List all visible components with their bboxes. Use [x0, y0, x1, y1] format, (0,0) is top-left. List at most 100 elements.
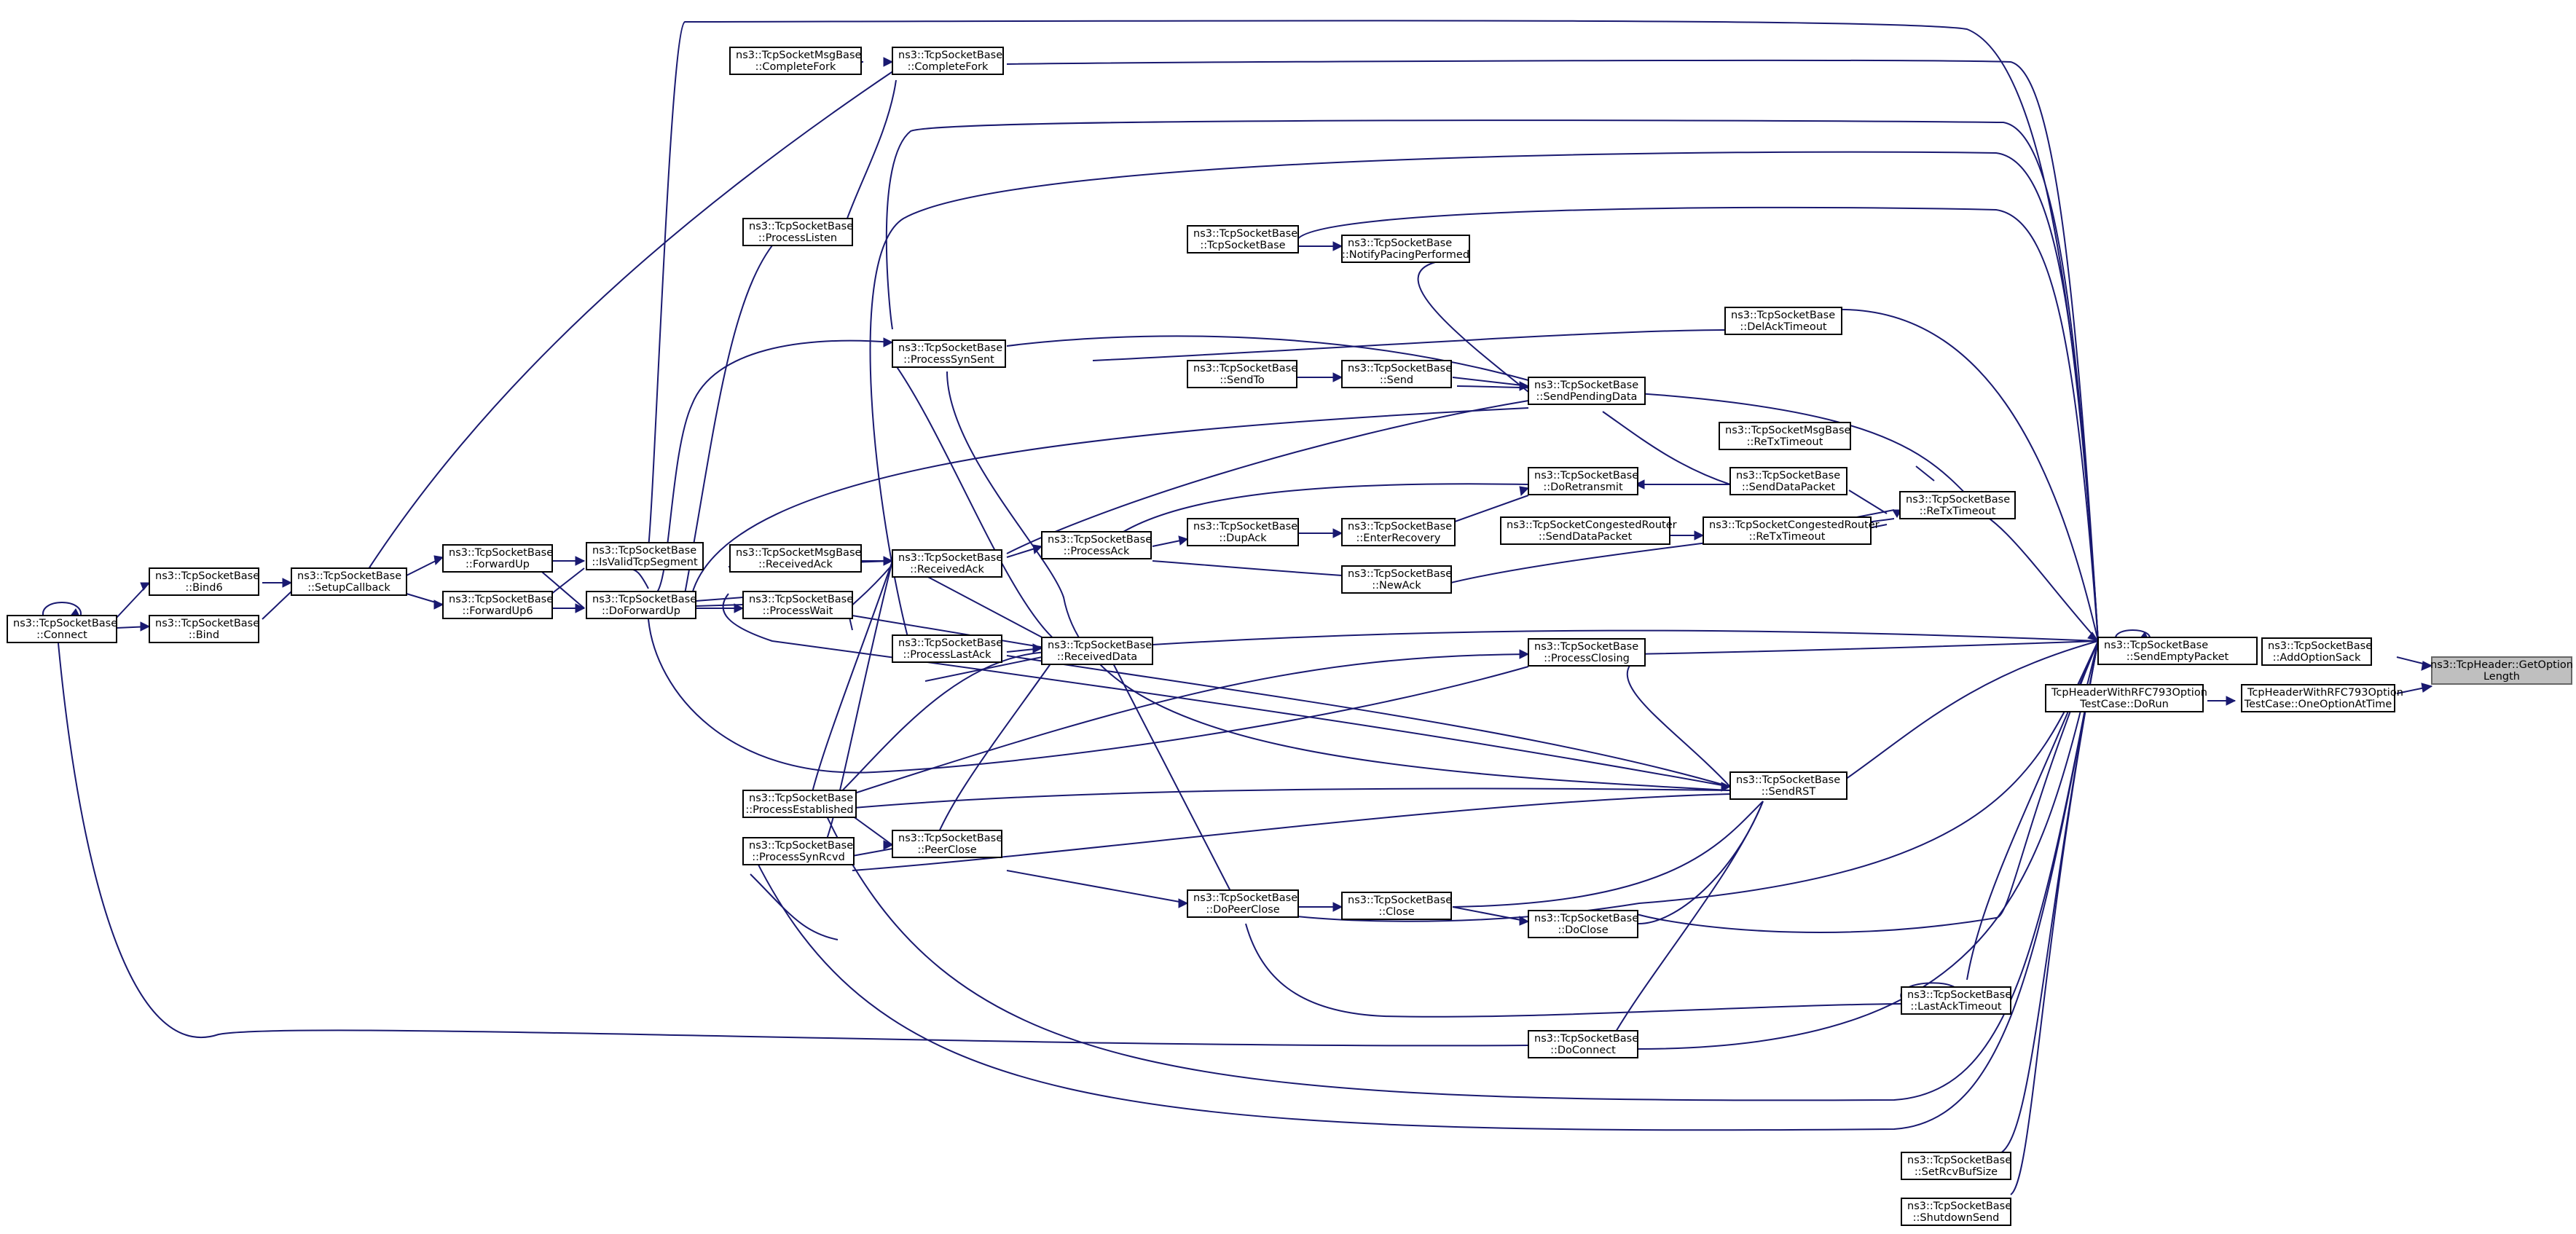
- node-box: [1187, 518, 1299, 546]
- node-label-line1: ns3::TcpSocketBase: [592, 594, 696, 605]
- node-box: [1901, 986, 2011, 1015]
- node-close[interactable]: ns3::TcpSocketBase::Close: [1341, 892, 1452, 920]
- node-box: [1187, 360, 1297, 388]
- node-box: [1703, 516, 1872, 545]
- node-re-tx-timeout[interactable]: ns3::TcpSocketBase::ReTxTimeout: [1899, 491, 2016, 519]
- node-shutdown-send[interactable]: ns3::TcpSocketBase::ShutdownSend: [1901, 1198, 2011, 1226]
- node-label-line1: ns3::TcpSocketBase: [592, 545, 696, 557]
- node-label-line1: ns3::TcpSocketBase: [449, 594, 553, 605]
- node-label-line2: ::ForwardUp6: [462, 605, 533, 617]
- node-received-data[interactable]: ns3::TcpSocketBase::ReceivedData: [1041, 637, 1153, 665]
- node-received-ack[interactable]: ns3::TcpSocketBase::ReceivedAck: [892, 549, 1002, 578]
- node-new-ack[interactable]: ns3::TcpSocketBase::NewAck: [1341, 565, 1452, 594]
- node-send-rst[interactable]: ns3::TcpSocketBase::SendRST: [1729, 771, 1847, 800]
- node-box: [1528, 910, 1638, 938]
- node-box: [729, 47, 862, 75]
- node-send-data-packet[interactable]: ns3::TcpSocketBase::SendDataPacket: [1729, 467, 1847, 495]
- node-process-last-ack[interactable]: ns3::TcpSocketBase::ProcessLastAck: [892, 634, 1002, 663]
- node-cr-send-data-packet[interactable]: ns3::TcpSocketCongestedRouter::SendDataP…: [1500, 516, 1677, 545]
- node-label-line2: ::Connect: [36, 629, 87, 641]
- node-box: [291, 567, 407, 596]
- node-del-ack-timeout[interactable]: ns3::TcpSocketBase::DelAckTimeout: [1724, 307, 1842, 335]
- node-label-line2: ::ProcessSynSent: [903, 354, 994, 366]
- node-bind[interactable]: ns3::TcpSocketBase::Bind: [149, 615, 259, 643]
- node-complete-fork[interactable]: ns3::TcpSocketBase::CompleteFork: [892, 47, 1004, 75]
- node-box: [1729, 467, 1847, 495]
- node-label-line2: ::ShutdownSend: [1913, 1212, 2000, 1224]
- node-msg-re-tx-timeout[interactable]: ns3::TcpSocketMsgBase::ReTxTimeout: [1719, 422, 1851, 450]
- node-one-option-at-time[interactable]: TcpHeaderWithRFC793OptionTestCase::OneOp…: [2241, 684, 2403, 712]
- node-label-line1: ns3::TcpSocketCongestedRouter: [1507, 519, 1677, 531]
- node-box: [1899, 491, 2016, 519]
- node-is-valid-tcp-segment[interactable]: ns3::TcpSocketBase::IsValidTcpSegment: [586, 542, 704, 570]
- node-label-line1: ns3::TcpSocketBase: [1736, 774, 1840, 786]
- node-box: [892, 830, 1002, 858]
- node-dup-ack[interactable]: ns3::TcpSocketBase::DupAck: [1187, 518, 1299, 546]
- node-label-line2: ::DoForwardUp: [602, 605, 680, 617]
- node-send[interactable]: ns3::TcpSocketBase::Send: [1341, 360, 1452, 388]
- node-label-line2: ::IsValidTcpSegment: [592, 557, 698, 568]
- node-do-close[interactable]: ns3::TcpSocketBase::DoClose: [1528, 910, 1638, 938]
- node-label-line1: ns3::TcpHeader::GetOption: [2430, 659, 2573, 671]
- node-label-line2: ::ProcessEstablished: [745, 804, 853, 816]
- node-box: [2097, 637, 2258, 665]
- node-process-syn-rcvd[interactable]: ns3::TcpSocketBase::ProcessSynRcvd: [742, 837, 855, 865]
- node-label-line1: ns3::TcpSocketBase: [749, 594, 853, 605]
- node-process-established[interactable]: ns3::TcpSocketBase::ProcessEstablished: [742, 790, 857, 818]
- node-enter-recovery[interactable]: ns3::TcpSocketBase::EnterRecovery: [1341, 518, 1456, 546]
- node-forward-up[interactable]: ns3::TcpSocketBase::ForwardUp: [442, 544, 553, 573]
- node-label-line1: ns3::TcpSocketBase: [1731, 310, 1835, 321]
- node-bind6[interactable]: ns3::TcpSocketBase::Bind6: [149, 567, 259, 596]
- node-label-line1: ns3::TcpSocketMsgBase: [736, 50, 862, 61]
- node-box: [1341, 892, 1452, 920]
- node-add-option-sack[interactable]: ns3::TcpSocketBase::AddOptionSack: [2261, 637, 2372, 666]
- node-peer-close[interactable]: ns3::TcpSocketBase::PeerClose: [892, 830, 1002, 858]
- node-forward-up6[interactable]: ns3::TcpSocketBase::ForwardUp6: [442, 591, 553, 619]
- node-last-ack-timeout[interactable]: ns3::TcpSocketBase::LastAckTimeout: [1901, 986, 2011, 1015]
- node-label-line1: ns3::TcpSocketBase: [155, 570, 259, 582]
- node-setup-callback[interactable]: ns3::TcpSocketBase::SetupCallback: [291, 567, 407, 596]
- node-msg-received-ack[interactable]: ns3::TcpSocketMsgBase::ReceivedAck: [729, 544, 862, 573]
- node-label-line1: ns3::TcpSocketBase: [1348, 895, 1452, 906]
- node-label-line2: ::ProcessSynRcvd: [752, 852, 845, 863]
- node-process-closing[interactable]: ns3::TcpSocketBase::ProcessClosing: [1528, 638, 1646, 667]
- node-do-connect[interactable]: ns3::TcpSocketBase::DoConnect: [1528, 1030, 1638, 1058]
- node-label-line2: ::ReceivedAck: [910, 564, 984, 575]
- node-label-line2: ::NotifyPacingPerformed: [1342, 249, 1469, 261]
- node-label-line2: ::ProcessWait: [763, 605, 833, 617]
- node-box: [149, 567, 259, 596]
- node-label-line1: ns3::TcpSocketBase: [749, 840, 853, 852]
- node-set-rcv-buf-size[interactable]: ns3::TcpSocketBase::SetRcvBufSize: [1901, 1152, 2011, 1180]
- node-label-line2: ::ReTxTimeout: [1747, 436, 1823, 448]
- node-label-line1: ns3::TcpSocketBase: [1534, 380, 1638, 391]
- node-do-peer-close[interactable]: ns3::TcpSocketBase::DoPeerClose: [1187, 889, 1299, 918]
- node-label-line1: ns3::TcpSocketBase: [2268, 640, 2372, 652]
- node-label-line2: ::ForwardUp: [466, 559, 530, 570]
- node-label-line1: ns3::TcpSocketBase: [2104, 640, 2208, 651]
- node-connect[interactable]: ns3::TcpSocketBase::Connect: [7, 615, 117, 643]
- node-send-empty-packet[interactable]: ns3::TcpSocketBase::SendEmptyPacket: [2097, 637, 2258, 665]
- node-box: [742, 591, 853, 619]
- node-notify-pacing[interactable]: ns3::TcpSocketBase::NotifyPacingPerforme…: [1341, 235, 1470, 263]
- node-label-line2: ::SendTo: [1220, 374, 1265, 386]
- node-box: [1528, 638, 1646, 667]
- node-process-wait[interactable]: ns3::TcpSocketBase::ProcessWait: [742, 591, 853, 619]
- node-process-syn-sent[interactable]: ns3::TcpSocketBase::ProcessSynSent: [892, 339, 1006, 368]
- node-label-line1: ns3::TcpSocketBase: [898, 50, 1002, 61]
- node-cr-re-tx-timeout[interactable]: ns3::TcpSocketCongestedRouter::ReTxTimeo…: [1703, 516, 1880, 545]
- node-msg-complete-fork[interactable]: ns3::TcpSocketMsgBase::CompleteFork: [729, 47, 862, 75]
- node-send-pending-data[interactable]: ns3::TcpSocketBase::SendPendingData: [1528, 377, 1646, 405]
- node-label-line1: ns3::TcpSocketBase: [155, 618, 259, 629]
- node-send-to[interactable]: ns3::TcpSocketBase::SendTo: [1187, 360, 1297, 388]
- node-box: [892, 47, 1004, 75]
- node-do-forward-up[interactable]: ns3::TcpSocketBase::DoForwardUp: [586, 591, 696, 619]
- node-label-line1: ns3::TcpSocketBase: [1534, 913, 1638, 924]
- node-ctor[interactable]: ns3::TcpSocketBase::TcpSocketBase: [1187, 225, 1299, 254]
- node-process-listen[interactable]: ns3::TcpSocketBase::ProcessListen: [742, 218, 853, 246]
- node-process-ack[interactable]: ns3::TcpSocketBase::ProcessAck: [1041, 531, 1152, 559]
- node-box: [742, 790, 857, 818]
- node-box: [2261, 637, 2372, 666]
- node-do-retransmit[interactable]: ns3::TcpSocketBase::DoRetransmit: [1528, 467, 1638, 495]
